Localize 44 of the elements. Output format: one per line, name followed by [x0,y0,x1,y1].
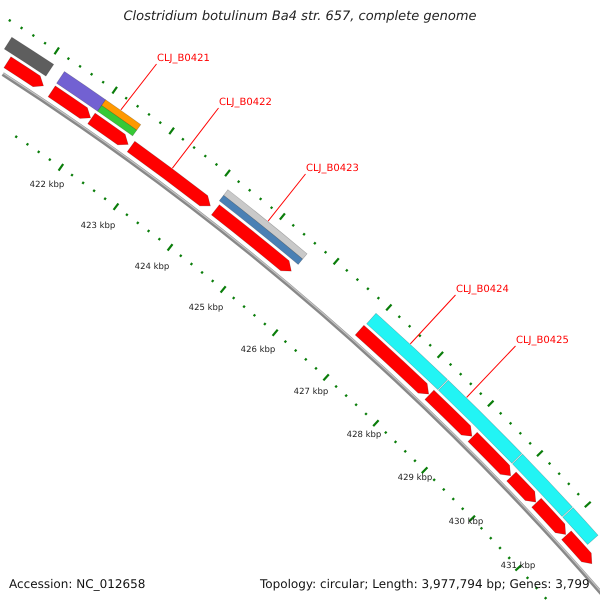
feature-bar [366,313,448,390]
feature-bar [4,36,54,76]
feature-bar [562,507,598,545]
gene-feature [506,472,536,502]
gene-label: CLJ_B0421 [157,53,210,64]
scale-label: 428 kbp [346,430,382,440]
scale-label: 424 kbp [134,262,170,272]
title: Clostridium botulinum Ba4 str. 657, complete genome [122,9,478,25]
scale-label: 430 kbp [448,517,484,527]
gene-label: CLJ_B0424 [456,284,509,295]
leader-line [410,294,456,344]
gene-feature [48,86,91,119]
leader-line [466,346,516,398]
gene-feature [354,325,429,394]
gene-feature [468,432,511,476]
leader-line [268,174,306,222]
feature-bar [512,454,573,517]
feature-bar [56,71,106,112]
scale-label: 429 kbp [398,473,432,483]
feature-bar [97,105,137,136]
gene-feature [531,498,566,535]
leader-line [120,64,157,110]
feature-bar [219,195,303,265]
genome-summary: Topology: circular; Length: 3,977,794 bp; Genes: 3,799 [260,577,590,591]
feature-bar [438,380,522,464]
gene-label: CLJ_B0423 [306,163,359,174]
scale-label: 422 kbp [30,180,64,190]
gene-feature [126,140,211,206]
feature-bar [101,99,142,130]
leader-line [172,108,219,169]
gene-feature [87,112,128,146]
scale-label: 426 kbp [240,345,276,355]
scale-label: 431 kbp [500,561,536,571]
gene-feature [4,56,44,87]
accession-text: Accession: NC_012658 [9,577,146,591]
gene-label: CLJ_B0425 [516,335,569,346]
gene-feature [561,530,592,564]
gene-label: CLJ_B0422 [219,97,272,108]
scale-label: 425 kbp [188,303,224,313]
gene-feature [424,390,472,436]
scale-label: 423 kbp [80,221,116,231]
scale-label: 427 kbp [294,387,328,397]
feature-bar [223,189,308,260]
gene-feature [211,204,292,272]
